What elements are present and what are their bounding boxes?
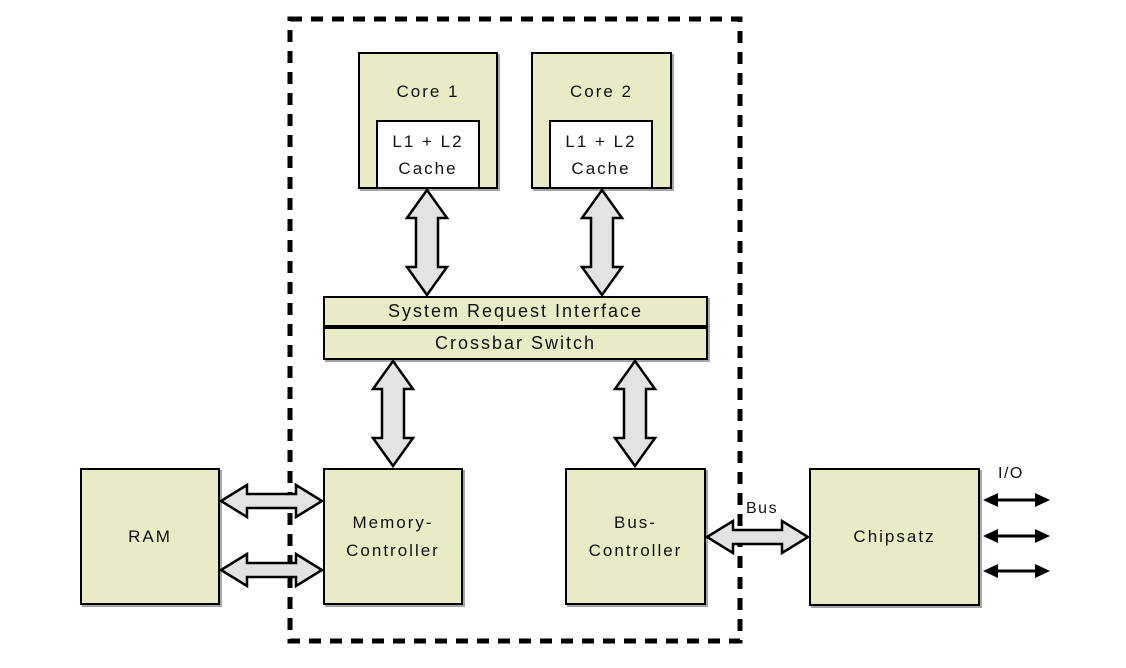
system-request-interface-block: System Request Interface — [323, 296, 708, 327]
io-arrows-group — [983, 493, 1050, 578]
double-arrow-crossbar-memorycontroller-icon — [370, 358, 416, 469]
chipset-block: Chipsatz — [809, 468, 980, 606]
double-arrow-cache2-sri-icon — [579, 187, 625, 298]
core1-label: Core 1 — [396, 82, 460, 101]
core2-label: Core 2 — [569, 82, 634, 101]
bus-controller-block: Bus- Controller — [565, 468, 706, 605]
bus-controller-line2: Controller — [588, 540, 683, 560]
core2-cache-line2: Cache — [571, 158, 631, 178]
core1-cache-block: L1 + L2 Cache — [376, 120, 480, 189]
core2-cache-line1: L1 + L2 — [565, 131, 637, 151]
core2-cache-block: L1 + L2 Cache — [549, 120, 653, 189]
core1-cache-line2: Cache — [398, 158, 458, 178]
bus-controller-line1: Bus- — [614, 512, 657, 532]
ram-block: RAM — [80, 468, 220, 605]
io-arrow-2-left-head-icon — [983, 529, 998, 543]
io-label: I/O — [998, 465, 1024, 482]
double-arrow-bus-icon — [704, 518, 811, 556]
chipset-label: Chipsatz — [853, 527, 936, 546]
ram-label: RAM — [128, 526, 172, 546]
double-arrow-cache1-sri-icon — [404, 187, 450, 298]
core1-cache-line1: L1 + L2 — [392, 131, 464, 151]
crossbar-switch-label: Crossbar Switch — [434, 333, 597, 353]
memory-controller-block: Memory- Controller — [323, 468, 463, 605]
io-arrow-2-right-head-icon — [1035, 529, 1050, 543]
double-arrow-crossbar-buscontroller-icon — [612, 358, 658, 469]
crossbar-switch-block: Crossbar Switch — [323, 327, 708, 360]
io-arrow-3-left-head-icon — [983, 564, 998, 578]
io-arrow-3-right-head-icon — [1035, 564, 1050, 578]
double-arrow-ram-memorycontroller-lower-icon — [218, 551, 325, 589]
memory-controller-line1: Memory- — [352, 512, 434, 532]
system-request-interface-label: System Request Interface — [387, 301, 644, 321]
bus-label: Bus — [746, 500, 779, 517]
io-arrow-1-left-head-icon — [983, 493, 998, 507]
double-arrow-ram-memorycontroller-upper-icon — [218, 482, 325, 520]
cpu-boundary-dashed-box — [287, 16, 743, 644]
memory-controller-line2: Controller — [346, 540, 440, 560]
io-arrow-1-right-head-icon — [1035, 493, 1050, 507]
